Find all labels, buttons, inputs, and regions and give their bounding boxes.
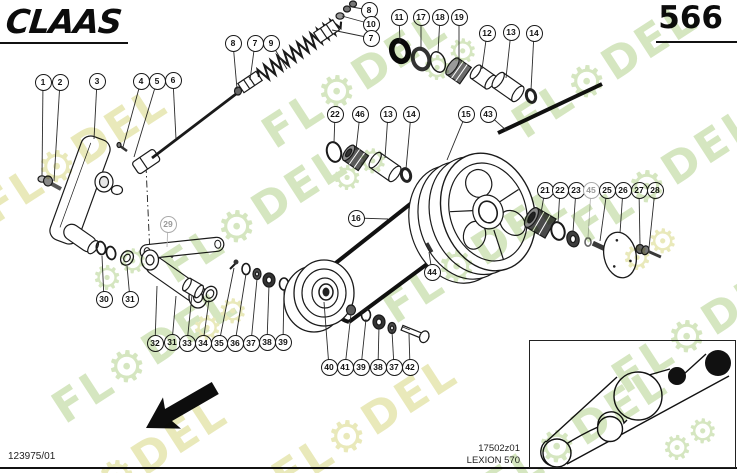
grease-nipple-35 [229,259,239,270]
bearing-46 [341,144,370,172]
logo-underline [0,42,128,44]
bearing-19 [445,57,473,85]
drawing-number: 17502z01 [478,443,520,454]
ring-36 [241,262,251,276]
oring-18 [429,51,447,73]
ring-45 [584,237,592,248]
ring-17 [410,46,432,72]
snap-ring-22 [325,141,343,163]
bushing-12 [469,64,497,90]
tension-bracket [49,135,124,255]
bushing-31 [119,250,135,266]
page-number-underline [656,41,737,43]
inset-pulley-black-large [705,350,731,376]
bushing-33 [181,277,205,299]
belt-routing-drawing [540,350,731,468]
doc-number: 123975/01 [8,451,56,462]
sleeve-13 [491,71,525,103]
snap-ring-22b [550,221,566,241]
page-number: 566 [658,0,723,36]
bolt-42 [400,324,430,344]
rod-6 [151,92,237,160]
sleeve-13b [368,151,402,183]
ring-30b [105,245,117,261]
model-name: LEXION 570 [466,454,520,466]
claas-logo: CLAAS [3,2,124,41]
seal-11 [388,37,412,65]
bearing-21 [523,207,557,239]
belt-routing-inset [529,340,736,468]
adjuster-7-upper [312,19,341,44]
bolt-28 [641,245,662,259]
ring-14 [524,88,538,104]
inset-pulley-black-small [668,367,686,385]
bottom-rule [0,467,737,469]
pin-44 [425,242,434,253]
bushing-34 [202,285,218,303]
inset-pulley-small-left [542,438,572,468]
inset-pulley-large [613,371,663,421]
inset-pulley-mid [596,415,624,443]
clevis-4-5 [132,149,161,175]
centerline [145,165,151,256]
bolt-2 [42,175,62,191]
washer-10 [335,12,345,20]
ring-14b [399,167,413,183]
large-pulley [408,152,537,284]
nut-41 [345,304,357,316]
drawing-meta: 17502z01 LEXION 570 [400,443,520,466]
cover-plate-26 [602,231,638,279]
direction-arrow [146,381,219,429]
nut-8-upper [342,5,352,13]
ring-30a [95,240,107,256]
